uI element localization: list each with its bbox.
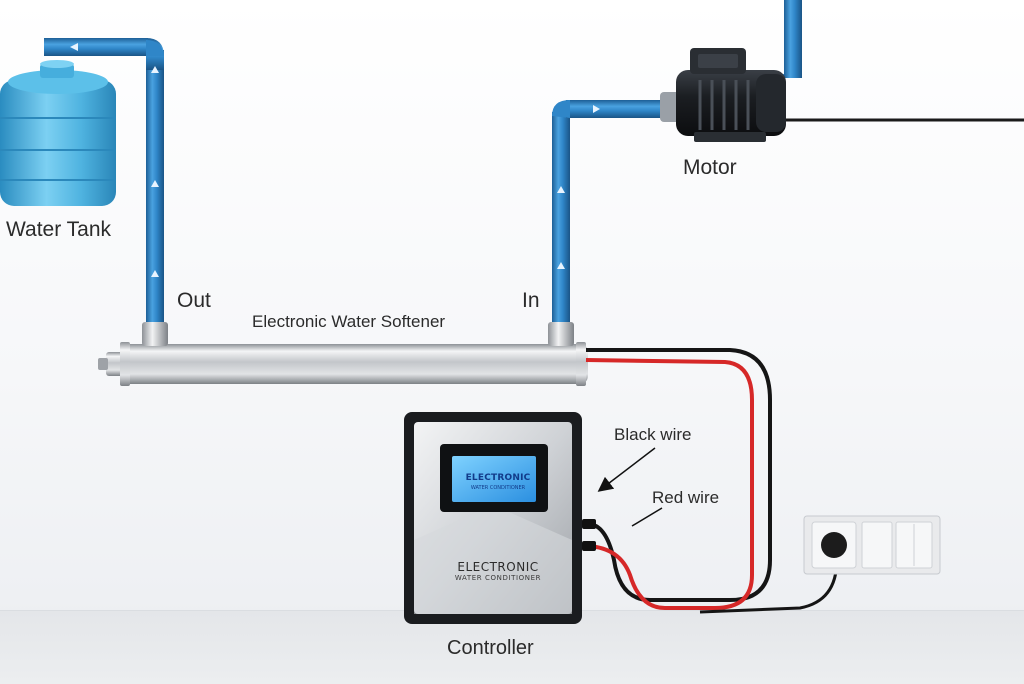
outlet-pipe — [44, 38, 164, 332]
red-wire — [585, 358, 754, 610]
water-tank-label: Water Tank — [6, 218, 112, 241]
controller-brand-line1: ELECTRONIC — [457, 560, 539, 574]
red-wire-label: Red wire — [652, 488, 720, 507]
controller-screen-text: ELECTRONIC — [465, 473, 531, 483]
controller-box — [404, 412, 582, 624]
controller-label: Controller — [447, 637, 534, 659]
black-wire-arrow — [597, 447, 656, 492]
in-label: In — [522, 289, 540, 312]
motor-label: Motor — [683, 156, 737, 179]
water-tank — [0, 60, 116, 206]
motor — [660, 48, 786, 142]
wall-socket — [803, 515, 941, 575]
softener-label: Electronic Water Softener — [252, 312, 446, 331]
controller-brand-line2: WATER CONDITIONER — [454, 574, 542, 582]
red-wire-connector — [582, 541, 596, 551]
controller-screen-subtext: WATER CONDITIONER — [470, 485, 526, 491]
softener-tube — [98, 322, 588, 386]
out-label: Out — [177, 289, 211, 312]
red-wire-arrow — [631, 507, 663, 527]
inlet-pipe — [552, 100, 666, 332]
black-wire-connector — [582, 519, 596, 529]
black-wire — [586, 348, 772, 602]
black-wire-label: Black wire — [614, 425, 692, 444]
